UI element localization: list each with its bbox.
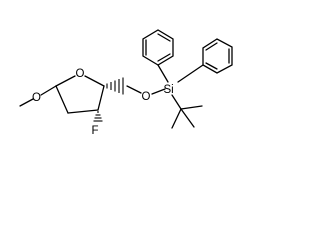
bond-c1-o4 [55,75,76,87]
bond-si-phenyl-left [157,64,169,83]
bond-c2-c1 [55,85,69,114]
bond-tbu-me2 [171,108,182,129]
hashed-bond-c3-f [93,111,103,122]
bond-o-si [151,88,166,95]
bond-o4-c4 [84,75,105,87]
bond-c4-c3 [97,85,105,111]
atom-label-silicon: Si [164,84,174,96]
atom-label-silyl-ether-oxygen: O [142,91,151,103]
structure-canvas: O O F O Si [19,29,233,137]
phenyl-ring-left [142,29,174,66]
molecule-structure: O O F O Si [19,29,233,137]
bond-si-tbutyl [171,94,182,110]
phenyl-ring-right [202,38,233,74]
bond-o-c1 [40,85,57,96]
bond-ch2-o [126,85,142,94]
bond-si-phenyl-right [177,64,204,83]
atom-label-fluorine: F [92,125,99,137]
atom-label-methoxy-oxygen: O [32,92,41,104]
bond-methyl-o [19,98,34,107]
bond-tbu-me1 [180,105,203,110]
hashed-bond-c4-ch2 [106,77,124,95]
atom-label-ring-oxygen: O [76,68,85,80]
bond-c3-c2 [67,109,99,114]
bond-tbu-me3 [180,108,195,128]
